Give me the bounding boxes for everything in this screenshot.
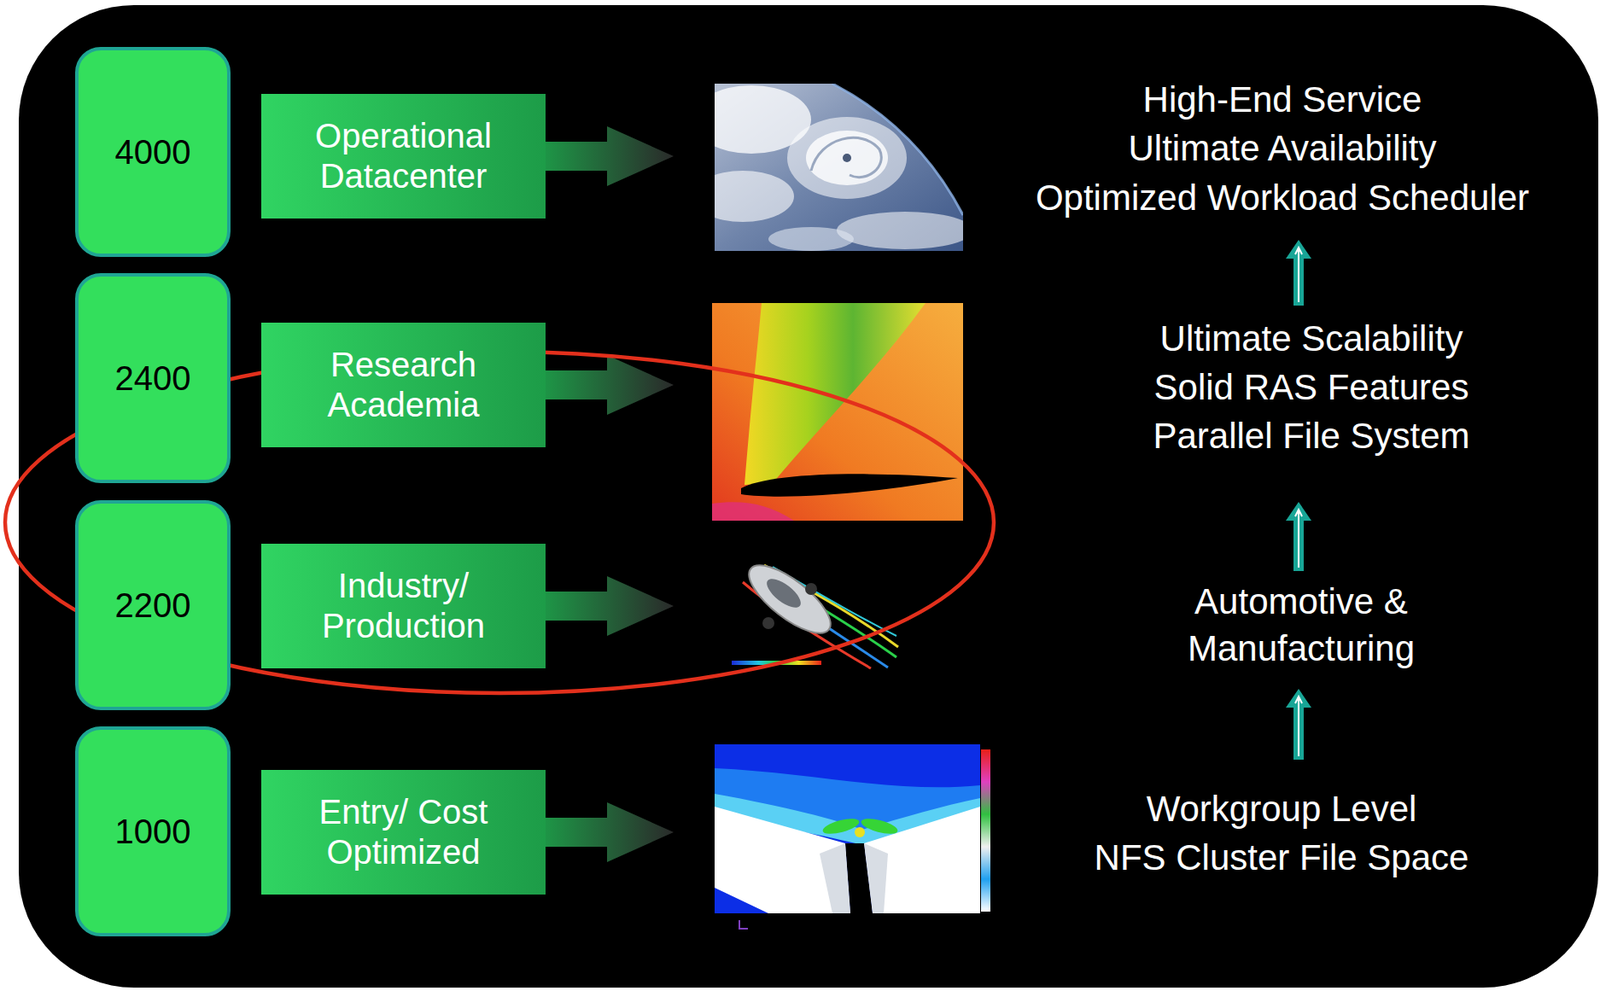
up-arrow-core [1295, 509, 1303, 568]
atmosphere [832, 83, 964, 216]
up-arrow [1285, 502, 1312, 572]
feature-text: Ultimate Availability [1127, 125, 1437, 173]
space [832, 83, 964, 216]
tier-arrows [512, 126, 674, 863]
airfoil-image [712, 303, 964, 521]
block-shade [864, 843, 888, 914]
feature-text: High-End Service [1143, 76, 1423, 124]
progression-arrows [1285, 239, 1312, 760]
cloud [768, 227, 854, 252]
tier-name-box: Industry/ Production [261, 543, 546, 669]
up-arrow-core [1295, 247, 1303, 303]
tier-number-box: 2400 [75, 273, 231, 484]
axis-glyph [739, 920, 748, 929]
tier-number: 2400 [115, 357, 192, 399]
car-wheel [762, 617, 775, 630]
feature-text: Ultimate Scalability [1160, 315, 1464, 363]
car-image [731, 554, 899, 669]
up-arrow-core [1295, 696, 1303, 757]
tier-name-box: Operational Datacenter [261, 93, 546, 219]
cloud [836, 211, 964, 250]
tier-name: Entry/ Cost Optimized [271, 792, 536, 873]
hurricane-band [787, 116, 907, 199]
low-pressure-zone [712, 502, 795, 521]
car-body [739, 554, 841, 645]
feature-text: Automotive & Manufacturing [1138, 578, 1464, 672]
tier-number-box: 4000 [75, 46, 231, 257]
shock-cone [744, 303, 926, 485]
color-bar [981, 749, 991, 912]
feature-text: Solid RAS Features [1154, 364, 1470, 412]
feature-text: NFS Cluster File Space [1094, 835, 1470, 882]
tier-number-box: 2200 [75, 500, 231, 711]
tier-number-box: 1000 [75, 726, 231, 937]
hurricane-spiral [811, 137, 882, 177]
feature-text: Parallel File System [1152, 413, 1470, 461]
feature-text: Optimized Workload Scheduler [1035, 175, 1530, 222]
car-window [762, 573, 806, 613]
car-wheel [805, 583, 818, 596]
tier-name: Operational Datacenter [271, 116, 536, 197]
up-arrow [1285, 689, 1312, 760]
tier-name-box: Entry/ Cost Optimized [261, 770, 546, 895]
tier-name-box: Research Academia [261, 322, 546, 448]
flow-field [712, 303, 964, 521]
hurricane-eye [842, 153, 852, 163]
tier-name: Industry/ Production [271, 566, 536, 647]
tier-name: Research Academia [271, 344, 536, 426]
tier-number: 1000 [115, 811, 192, 853]
propeller-blade [821, 816, 861, 838]
cloud [714, 170, 795, 222]
airfoil [741, 473, 958, 497]
propeller-blade [859, 816, 900, 838]
hurricane-image [714, 83, 964, 252]
feature-text: Workgroup Level [1146, 786, 1418, 834]
up-arrow [1285, 239, 1312, 306]
propeller-hub [854, 827, 865, 838]
tier-number: 2200 [115, 584, 192, 626]
flow-field [714, 744, 981, 914]
hurricane-band [805, 130, 888, 186]
cfd-image [714, 744, 991, 929]
black-background [18, 5, 1599, 988]
tier-number: 4000 [115, 131, 192, 173]
block-shade [819, 843, 851, 914]
solid-block [714, 806, 851, 914]
